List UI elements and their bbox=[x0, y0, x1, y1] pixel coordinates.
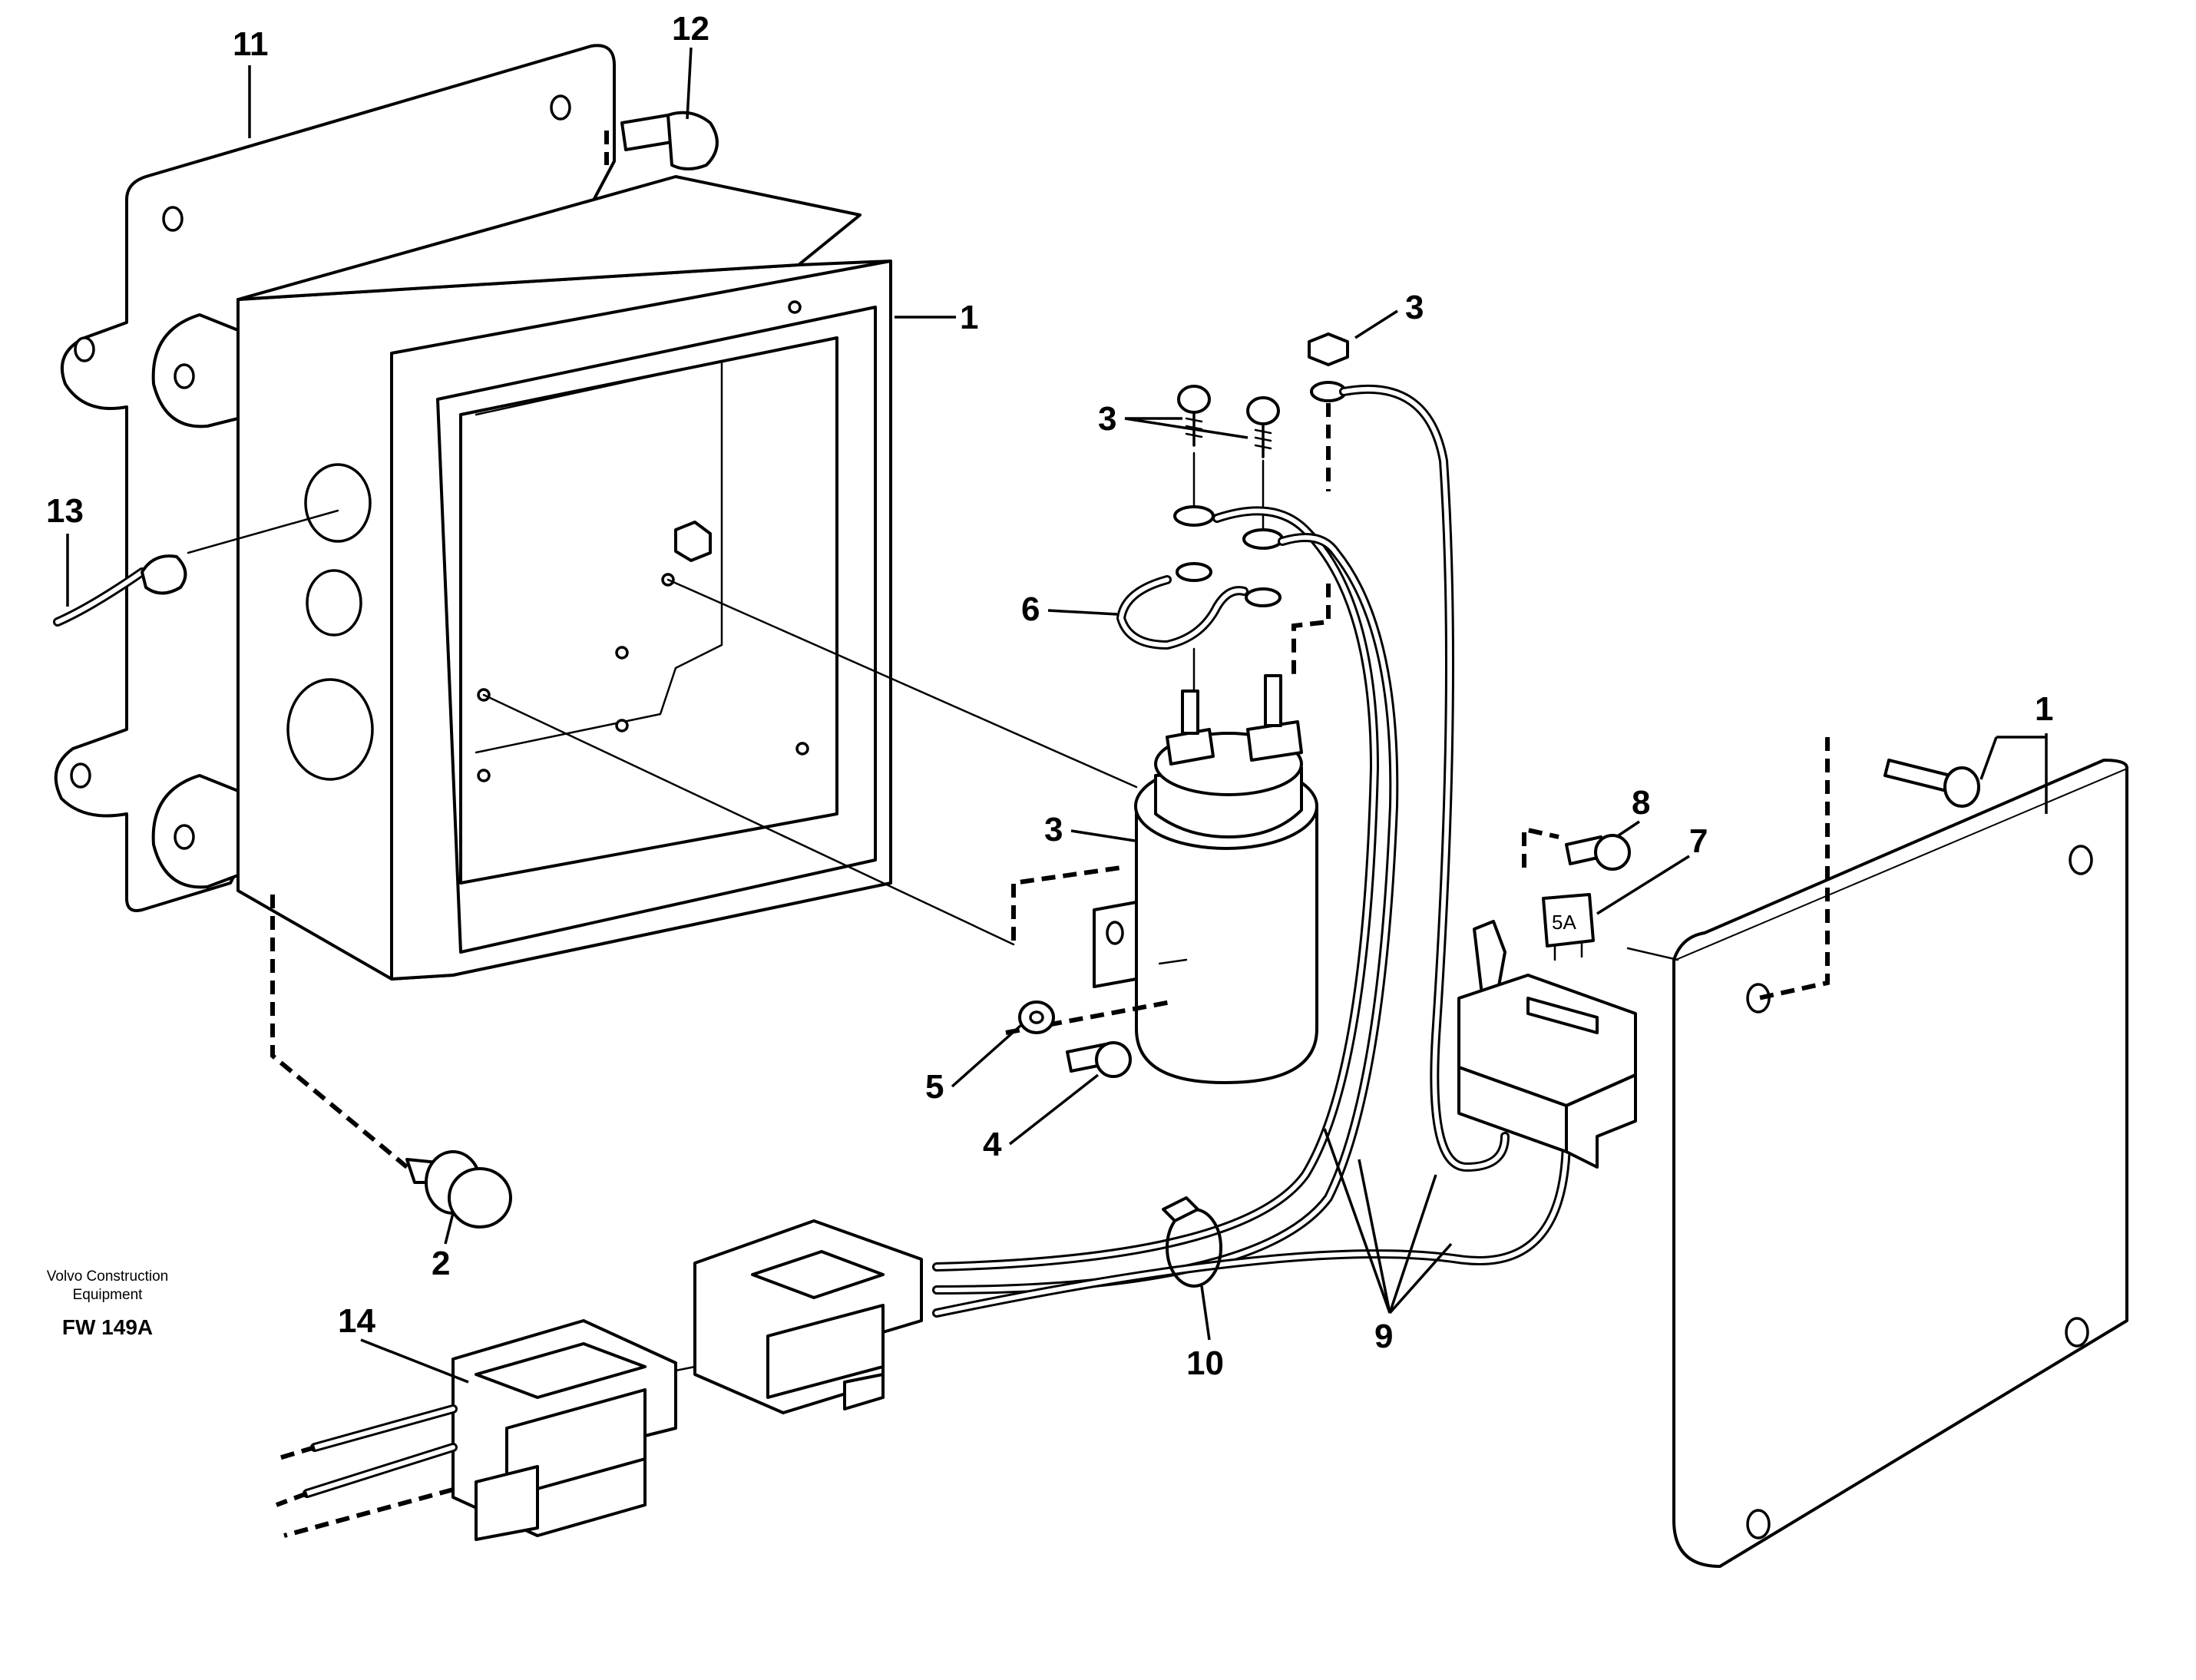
ground-wire-13 bbox=[53, 509, 339, 627]
relay bbox=[1093, 674, 1318, 1084]
cover bbox=[1626, 737, 2128, 1568]
screw-4 bbox=[1066, 1041, 1132, 1078]
brand-line-1: Volvo Construction bbox=[47, 1268, 168, 1285]
callout-8: 8 bbox=[1632, 784, 1650, 822]
screw-12 bbox=[604, 111, 719, 170]
cable-tie-10 bbox=[1162, 1196, 1222, 1288]
callouts: 11 12 1 3 3 13 6 3 5 4 8 7 bbox=[46, 10, 2053, 1384]
screws-3 bbox=[1177, 385, 1280, 458]
callout-1-box: 1 bbox=[960, 299, 978, 336]
callout-2: 2 bbox=[432, 1245, 450, 1282]
fuse-7: 5A bbox=[1542, 893, 1595, 961]
screw-8 bbox=[1522, 826, 1631, 871]
screw-2 bbox=[270, 895, 512, 1229]
callout-12: 12 bbox=[672, 10, 709, 48]
connector-14 bbox=[275, 1219, 923, 1541]
drawing-code: FW 149A bbox=[62, 1315, 153, 1339]
callout-5: 5 bbox=[925, 1068, 944, 1106]
callout-3-nut: 3 bbox=[1405, 289, 1424, 326]
callout-6: 6 bbox=[1021, 590, 1040, 628]
callout-10: 10 bbox=[1186, 1344, 1224, 1382]
callout-13: 13 bbox=[46, 492, 84, 530]
callout-9: 9 bbox=[1374, 1318, 1393, 1355]
callout-7: 7 bbox=[1689, 822, 1708, 860]
callout-14: 14 bbox=[338, 1302, 375, 1340]
fuse-holder bbox=[1457, 920, 1637, 1169]
fuse-rating-label: 5A bbox=[1552, 911, 1576, 934]
terminal-washers bbox=[1173, 505, 1284, 607]
callout-4: 4 bbox=[983, 1126, 1002, 1163]
washer-5 bbox=[1018, 1000, 1055, 1034]
brand-line-2: Equipment bbox=[73, 1287, 144, 1303]
jumper-link-6 bbox=[1116, 575, 1248, 650]
callout-3-screws: 3 bbox=[1098, 400, 1116, 438]
callout-11: 11 bbox=[233, 25, 269, 63]
callout-1-cover: 1 bbox=[2035, 690, 2053, 728]
drawing-title-block: Volvo Construction Equipment FW 149A bbox=[47, 1268, 168, 1339]
electrical-box bbox=[151, 175, 892, 981]
callout-3-relay: 3 bbox=[1044, 811, 1063, 848]
